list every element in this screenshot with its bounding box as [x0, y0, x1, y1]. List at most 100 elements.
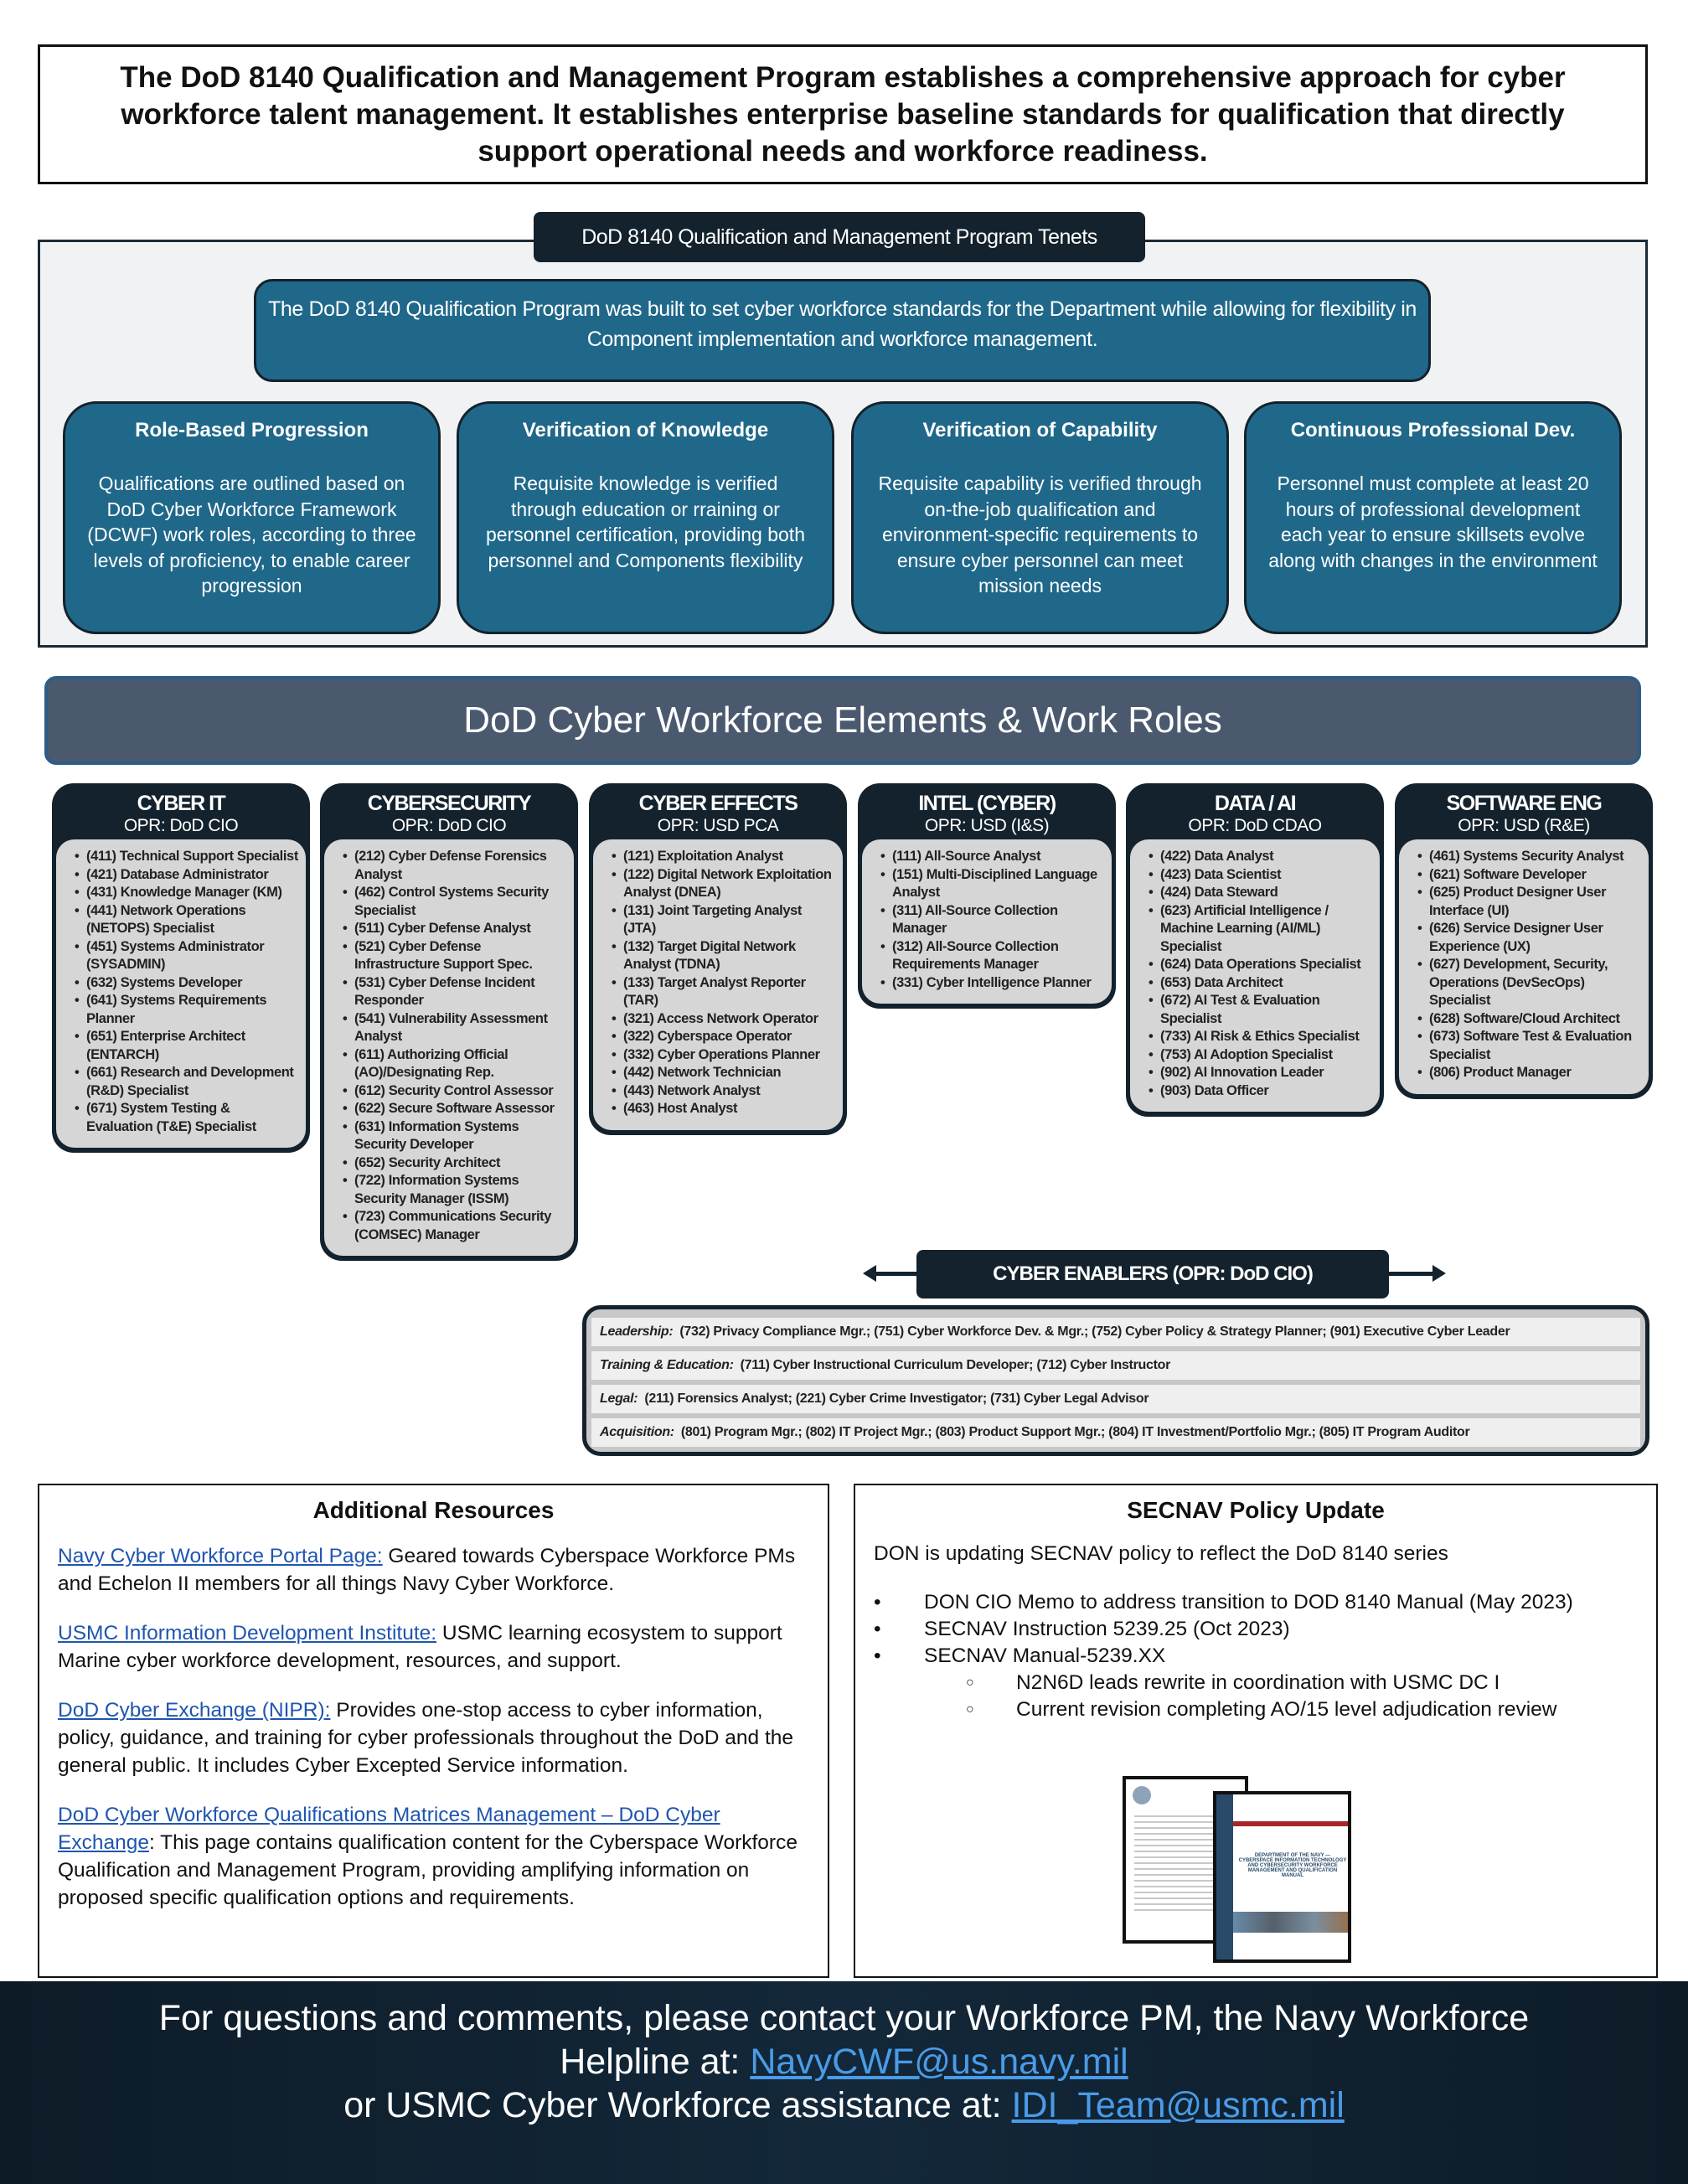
tenet-card: Continuous Professional Dev.Personnel mu… [1244, 401, 1622, 634]
circle-bullet-icon: ○ [966, 1675, 974, 1690]
resource-item: DoD Cyber Workforce Qualifications Matri… [58, 1801, 809, 1912]
dod-seal-icon [1133, 1786, 1151, 1805]
work-role-list-panel: (422) Data Analyst(423) Data Scientist(4… [1130, 839, 1380, 1112]
arrow-left-icon [871, 1272, 921, 1276]
tenets-banner: The DoD 8140 Qualification Program was b… [254, 279, 1431, 382]
secnav-box: SECNAV Policy Update DON is updating SEC… [854, 1484, 1658, 1978]
work-role-list-panel: (461) Systems Security Analyst(621) Soft… [1399, 839, 1649, 1094]
work-role-item: (212) Cyber Defense Forensics Analyst [343, 848, 567, 884]
work-role-list: (422) Data Analyst(423) Data Scientist(4… [1149, 848, 1373, 1100]
resources-title: Additional Resources [312, 1497, 555, 1523]
secnav-title: SECNAV Policy Update [1127, 1497, 1385, 1523]
arrow-right-head-icon [1432, 1265, 1446, 1282]
manual-cover-title: DEPARTMENT OF THE NAVY — CYBERSPACE INFO… [1238, 1853, 1347, 1878]
enabler-roles: (801) Program Mgr.; (802) IT Project Mgr… [680, 1425, 1470, 1439]
secnav-bullet: •DON CIO Memo to address transition to D… [874, 1589, 1638, 1616]
resource-link[interactable]: DoD Cyber Exchange (NIPR): [58, 1699, 331, 1722]
footer-line-2: Helpline at: [560, 2042, 751, 2082]
work-role-list: (212) Cyber Defense Forensics Analyst(46… [343, 848, 567, 1244]
enabler-roles: (211) Forensics Analyst; (221) Cyber Cri… [644, 1391, 1149, 1406]
work-role-item: (621) Software Developer [1417, 866, 1642, 885]
work-role-item: (423) Data Scientist [1149, 866, 1373, 885]
work-role-item: (723) Communications Security (COMSEC) M… [343, 1208, 567, 1244]
work-role-item: (462) Control Systems Security Specialis… [343, 884, 567, 920]
tenets-tab-label: DoD 8140 Qualification and Management Pr… [534, 212, 1145, 262]
work-role-item: (652) Security Architect [343, 1154, 567, 1173]
tenet-card-title: Continuous Professional Dev. [1290, 419, 1576, 441]
work-role-item: (653) Data Architect [1149, 974, 1373, 993]
section-title: DoD Cyber Workforce Elements & Work Role… [44, 676, 1641, 765]
resource-link[interactable]: DoD Cyber Workforce Qualifications Matri… [58, 1804, 720, 1854]
enabler-roles: (732) Privacy Compliance Mgr.; (751) Cyb… [679, 1324, 1510, 1339]
column-title: SOFTWARE ENG [1446, 792, 1603, 815]
work-role-item: (611) Authorizing Official (AO)/Designat… [343, 1046, 567, 1082]
work-role-item: (441) Network Operations (NETOPS) Specia… [75, 902, 299, 938]
enabler-row: Acquisition:(801) Program Mgr.; (802) IT… [591, 1418, 1640, 1447]
resource-description: Provides one-stop access to cyber inform… [58, 1699, 794, 1777]
column-title: CYBERSECURITY [367, 792, 532, 815]
resource-link[interactable]: Navy Cyber Workforce Portal Page: [58, 1545, 383, 1567]
work-role-list-panel: (212) Cyber Defense Forensics Analyst(46… [324, 839, 574, 1256]
work-role-item: (612) Security Control Assessor [343, 1082, 567, 1101]
work-role-item: (541) Vulnerability Assessment Analyst [343, 1010, 567, 1046]
usmc-email-link[interactable]: IDI_Team@usmc.mil [1011, 2085, 1345, 2125]
work-role-item: (673) Software Test & Evaluation Special… [1417, 1028, 1642, 1064]
tenet-card-title: Verification of Capability [922, 419, 1158, 441]
bullet-icon: • [874, 1644, 881, 1667]
enabler-category: Legal: [600, 1391, 638, 1406]
work-role-item: (902) AI Innovation Leader [1149, 1064, 1373, 1082]
secnav-bullet-text: SECNAV Instruction 5239.25 (Oct 2023) [924, 1618, 1290, 1640]
policy-documents-image: DEPARTMENT OF THE NAVY — CYBERSPACE INFO… [1123, 1776, 1357, 1969]
tenet-card-title: Verification of Knowledge [522, 419, 769, 441]
arrow-left-head-icon [863, 1265, 876, 1282]
work-role-item: (651) Enterprise Architect (ENTARCH) [75, 1028, 299, 1064]
work-role-item: (421) Database Administrator [75, 866, 299, 885]
work-role-item: (321) Access Network Operator [612, 1010, 836, 1029]
work-role-item: (461) Systems Security Analyst [1417, 848, 1642, 866]
secnav-bullet-text: SECNAV Manual-5239.XX [924, 1644, 1166, 1667]
work-role-item: (133) Target Analyst Reporter (TAR) [612, 974, 836, 1010]
manual-cover: DEPARTMENT OF THE NAVY — CYBERSPACE INFO… [1213, 1791, 1351, 1963]
work-role-item: (322) Cyberspace Operator [612, 1028, 836, 1046]
column-title: CYBER IT [137, 792, 226, 815]
enabler-row: Training & Education:(711) Cyber Instruc… [591, 1351, 1640, 1380]
secnav-sub-bullet: ○N2N6D leads rewrite in coordination wit… [874, 1670, 1638, 1696]
secnav-bullet: •SECNAV Instruction 5239.25 (Oct 2023) [874, 1616, 1638, 1643]
work-role-list: (461) Systems Security Analyst(621) Soft… [1417, 848, 1642, 1082]
circle-bullet-icon: ○ [966, 1702, 974, 1717]
work-role-item: (624) Data Operations Specialist [1149, 956, 1373, 974]
resource-description: Geared towards Cyberspace Workforce PMs … [58, 1545, 796, 1595]
secnav-intro: DON is updating SECNAV policy to reflect… [874, 1542, 1448, 1565]
work-role-item: (511) Cyber Defense Analyst [343, 920, 567, 938]
column-opr: OPR: DoD CDAO [1188, 816, 1322, 835]
work-role-item: (631) Information Systems Security Devel… [343, 1118, 567, 1154]
enabler-category: Training & Education: [600, 1358, 734, 1372]
column-opr: OPR: DoD CIO [123, 816, 239, 835]
resource-link[interactable]: USMC Information Development Institute: [58, 1622, 437, 1644]
bullet-icon: • [874, 1591, 881, 1613]
navy-email-link[interactable]: NavyCWF@us.navy.mil [750, 2042, 1128, 2082]
column-title: CYBER EFFECTS [638, 792, 798, 815]
work-role-item: (622) Secure Software Assessor [343, 1100, 567, 1118]
work-role-item: (753) AI Adoption Specialist [1149, 1046, 1373, 1065]
work-role-item: (628) Software/Cloud Architect [1417, 1010, 1642, 1029]
work-role-item: (531) Cyber Defense Incident Responder [343, 974, 567, 1010]
work-role-column: INTEL (CYBER)OPR: USD (I&S)(111) All-Sou… [858, 783, 1116, 1009]
column-title: DATA / AI [1214, 792, 1297, 815]
work-role-item: (903) Data Officer [1149, 1082, 1373, 1101]
work-role-list: (111) All-Source Analyst(151) Multi-Disc… [880, 848, 1105, 992]
footer-line-3: or USMC Cyber Workforce assistance at: [343, 2085, 1012, 2125]
work-role-item: (671) System Testing & Evaluation (T&E) … [75, 1100, 299, 1136]
work-role-item: (625) Product Designer User Interface (U… [1417, 884, 1642, 920]
secnav-bullet: • SECNAV Manual-5239.XX [874, 1643, 1638, 1670]
column-opr: OPR: USD (I&S) [924, 816, 1050, 835]
work-role-item: (451) Systems Administrator (SYSADMIN) [75, 938, 299, 974]
work-role-item: (311) All-Source Collection Manager [880, 902, 1105, 938]
resource-description: : This page contains qualification conte… [58, 1831, 798, 1909]
enabler-row: Leadership:(732) Privacy Compliance Mgr.… [591, 1318, 1640, 1346]
work-role-item: (151) Multi-Disciplined Language Analyst [880, 866, 1105, 902]
footer-contact: For questions and comments, please conta… [0, 1981, 1688, 2184]
